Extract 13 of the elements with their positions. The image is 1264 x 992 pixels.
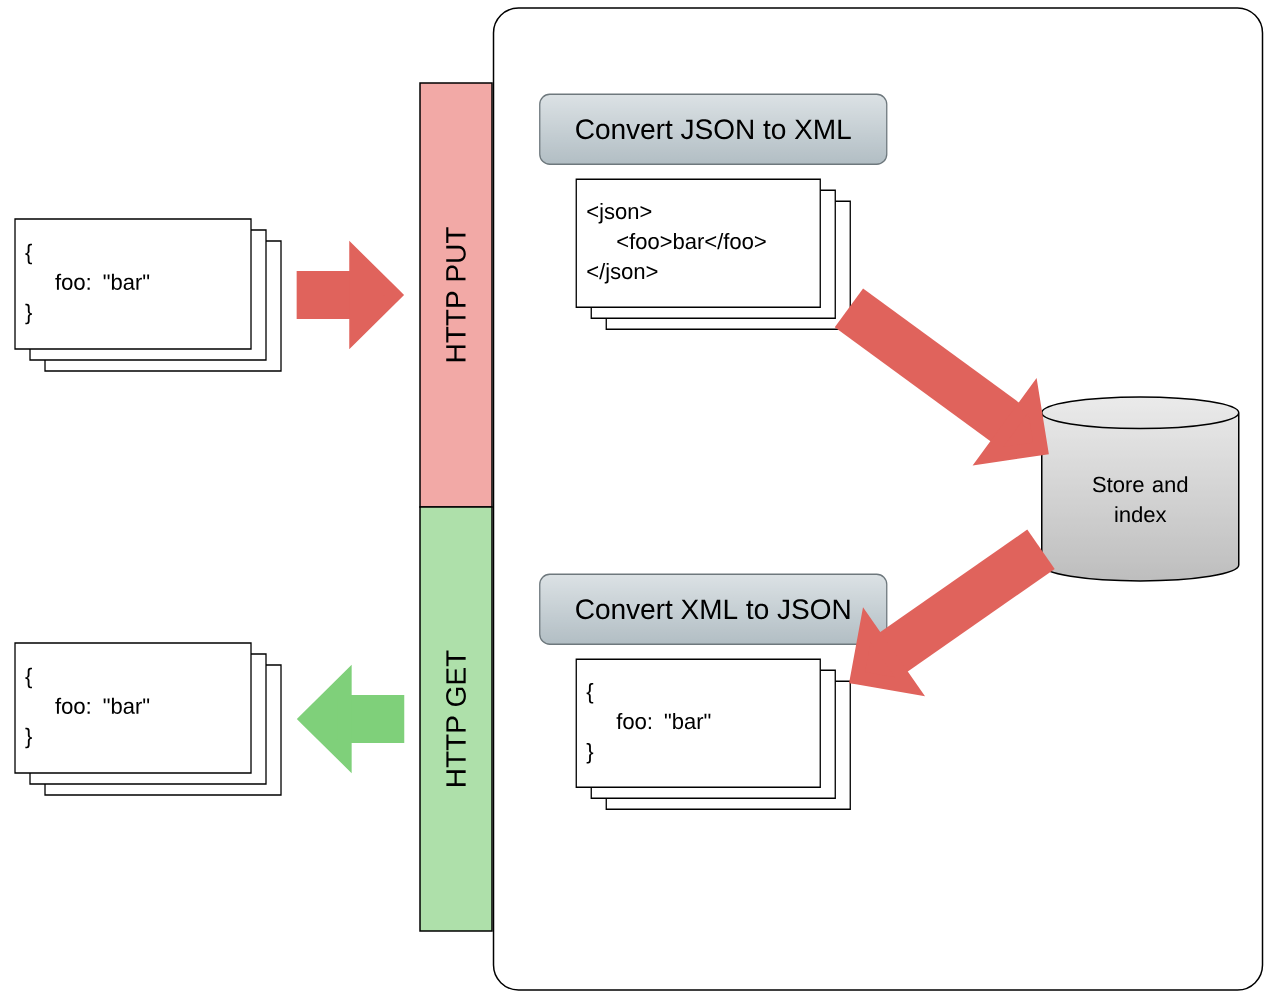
node-label: } [586,742,594,764]
process-box: Convert JSON to XML [539,93,888,165]
document-stack: { foo: "bar" } [575,658,851,810]
node-label: { [586,682,594,704]
http-band: HTTP GET [419,506,493,932]
document-stack: <json> <foo>bar</foo> </json> [575,178,851,330]
database-cylinder: Store and index [1041,396,1240,582]
process-box: Convert XML to JSON [539,573,888,645]
document-stack: { foo: "bar" } [14,642,282,796]
document-stack: { foo: "bar" } [14,218,282,372]
node-label: } [25,727,32,749]
http-band: HTTP PUT [419,82,493,508]
node-label: { [25,667,32,689]
